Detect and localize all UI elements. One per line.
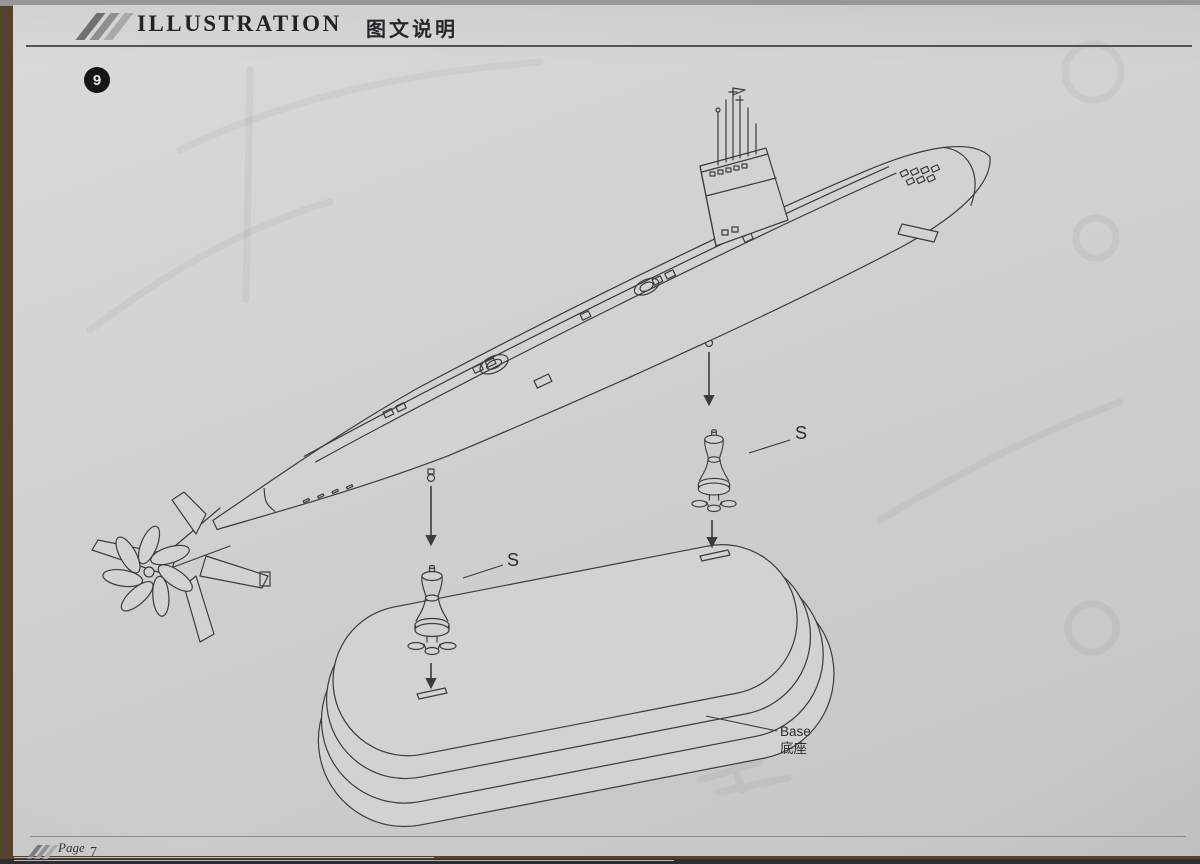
page-title-zh: 图文说明	[366, 19, 458, 41]
leader-base	[705, 715, 778, 732]
bow-hatch-cluster	[899, 164, 941, 186]
escape-hatch-circles	[479, 277, 660, 375]
limber-holes	[302, 373, 553, 504]
display-base	[317, 544, 835, 828]
page-title: ILLUSTRATION	[137, 11, 342, 36]
base-slot-left	[416, 687, 448, 700]
leader-stand-left	[462, 564, 504, 579]
stand-right	[691, 429, 737, 513]
label-base: Base 底座	[780, 724, 811, 758]
page-showthrough	[86, 40, 1125, 796]
label-stand-right: S	[795, 423, 808, 443]
page-stack-edge	[14, 860, 674, 861]
footer-rule	[30, 836, 1186, 837]
sail	[699, 147, 789, 247]
submarine-hull	[212, 146, 991, 531]
base-slot-right	[699, 549, 731, 562]
step-number: 9	[92, 71, 102, 89]
header-rule	[26, 45, 1192, 47]
label-base-zh: 底座	[780, 740, 807, 756]
page-number: 7	[90, 845, 97, 860]
leader-lines	[462, 439, 791, 732]
assembly-arrows	[425, 352, 718, 690]
label-base-en: Base	[780, 724, 811, 739]
periscope-masts	[715, 87, 757, 166]
page-label: Page	[58, 840, 85, 855]
propeller	[102, 525, 193, 617]
step-number-badge: 9	[84, 67, 110, 93]
label-stand-left: S	[507, 550, 520, 570]
leader-stand-right	[748, 439, 791, 454]
page-stack-edge	[14, 857, 434, 858]
bow-plane	[897, 223, 939, 243]
deck-hatches	[382, 232, 754, 419]
